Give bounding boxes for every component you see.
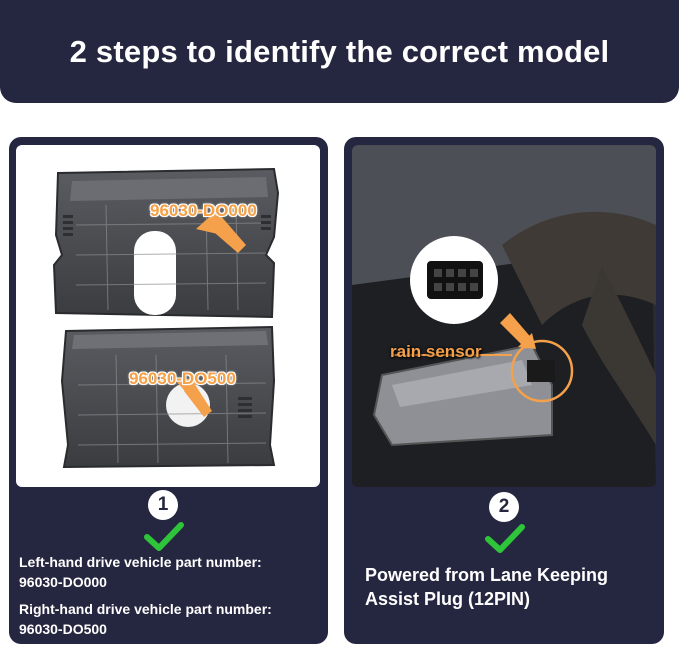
top-cover-part	[52, 167, 280, 319]
rhd-part-number: 96030-DO500	[19, 621, 107, 637]
rain-sensor-photo: rain sensor	[352, 145, 656, 487]
checkmark-icon	[144, 522, 184, 551]
mirror-cover-illustration	[52, 167, 280, 469]
rain-sensor-illustration	[352, 145, 656, 487]
step2-caption: Powered from Lane Keeping Assist Plug (1…	[365, 565, 609, 609]
step-number-badge: 2	[489, 492, 519, 522]
bottom-cover-part	[60, 325, 276, 469]
part-label-bottom: 96030-DO500	[129, 369, 236, 388]
header-banner: 2 steps to identify the correct model	[0, 0, 679, 103]
step1-card: 96030-DO000 96030-DO500 1 Left-hand driv…	[9, 137, 328, 644]
part-label-top: 96030-DO000	[150, 201, 257, 220]
checkmark-icon	[485, 524, 525, 553]
mirror-cover-photo: 96030-DO000 96030-DO500	[16, 145, 320, 487]
step2-card: rain sensor 2 Powered from Lane Keeping …	[344, 137, 664, 644]
lhd-part-number: 96030-DO000	[19, 574, 107, 590]
step-number-badge: 1	[148, 490, 178, 520]
page-title: 2 steps to identify the correct model	[69, 33, 610, 69]
lhd-label: Left-hand drive vehicle part number:	[19, 554, 262, 570]
rain-sensor-label: rain sensor	[390, 342, 482, 361]
rhd-label: Right-hand drive vehicle part number:	[19, 601, 272, 617]
highlight-circle	[510, 339, 574, 403]
